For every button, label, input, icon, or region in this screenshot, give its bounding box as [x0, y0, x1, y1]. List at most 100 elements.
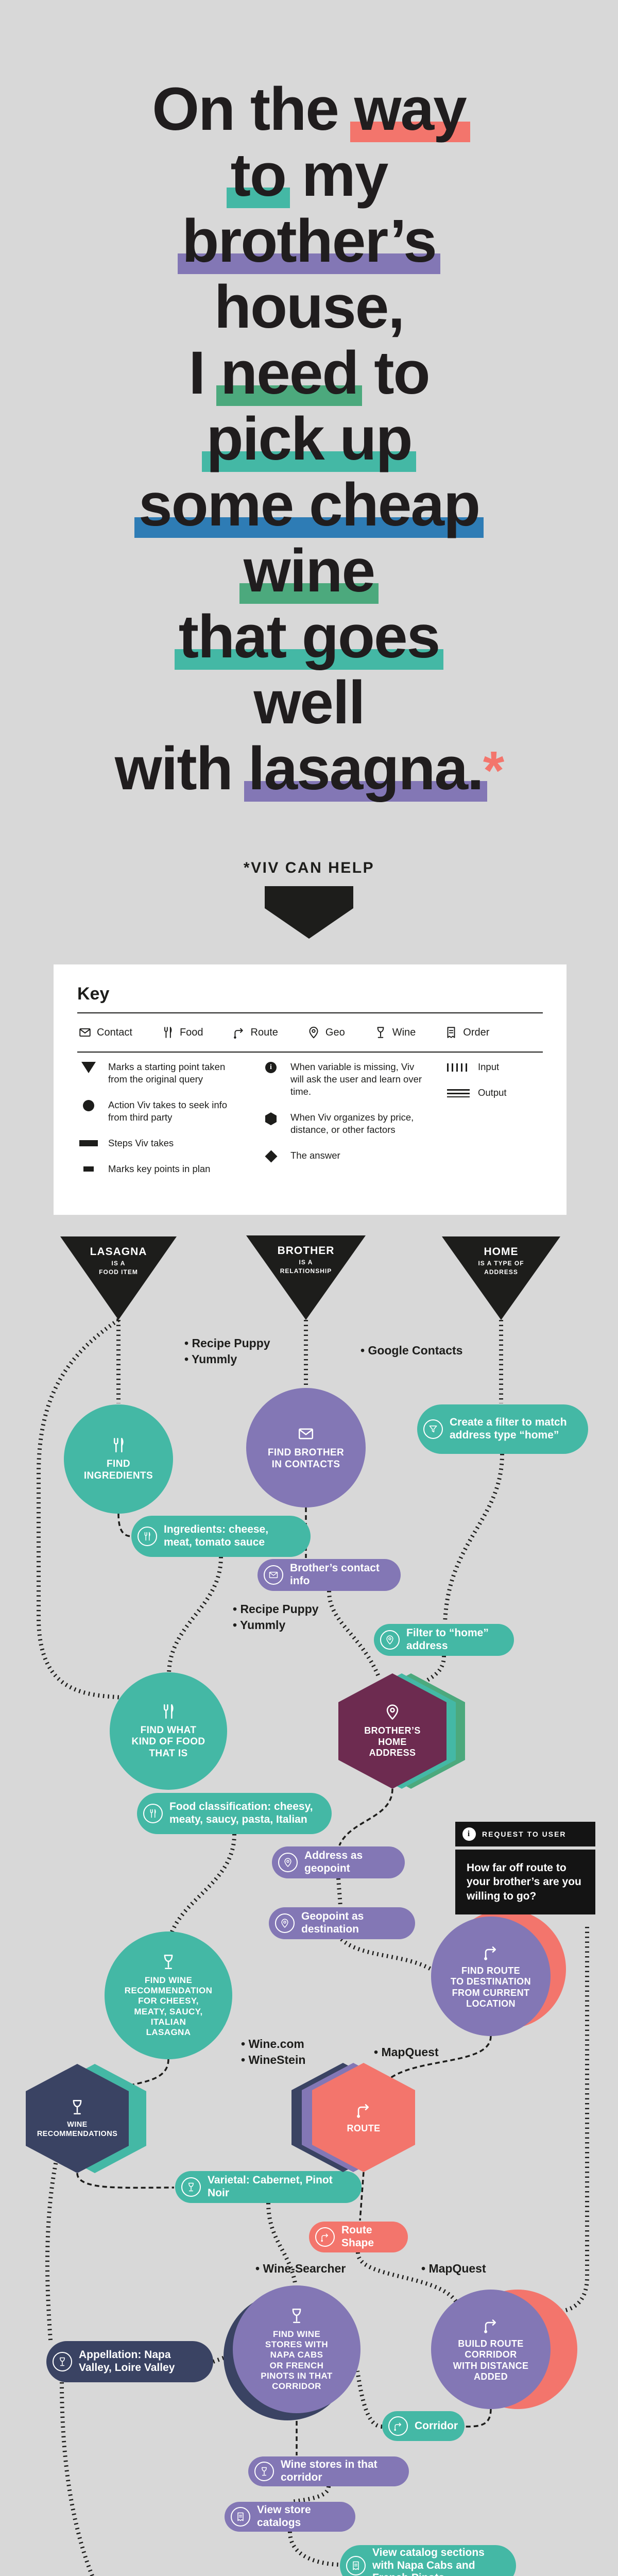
- hex-label-line: RECOMMENDATIONS: [37, 2129, 118, 2138]
- route-icon: [320, 2232, 330, 2242]
- circle-label-line: INGREDIENTS: [83, 1470, 153, 1481]
- pill-label: View catalog sections with Napa Cabs and…: [372, 2546, 485, 2576]
- food-icon: [142, 1531, 152, 1541]
- contact-icon: [297, 1425, 315, 1443]
- key-legend: Marks a starting point taken from the or…: [77, 1061, 543, 1175]
- key-icon-label: Order: [463, 1026, 490, 1038]
- food-icon: [148, 1808, 158, 1819]
- annotation-line: • MapQuest: [421, 2262, 486, 2275]
- key-legend-text: Marks a starting point taken from the or…: [108, 1061, 226, 1085]
- route-icon: [355, 2101, 372, 2119]
- circle-label-line: FIND: [107, 1459, 130, 1470]
- key-legend-text: Action Viv takes to seek info from third…: [108, 1099, 228, 1123]
- annotation-line: • Wine.com: [241, 2037, 304, 2050]
- create-home-filter: Create a filter to match address type “h…: [417, 1404, 588, 1454]
- circle-label-line: RECOMMENDATION: [124, 1986, 213, 1996]
- key-icon-wine: Wine: [374, 1026, 416, 1039]
- order-badge: [346, 2556, 366, 2575]
- source-annotation: • Wine.com • WineStein: [241, 2036, 305, 2068]
- key-title: Key: [77, 984, 110, 1004]
- connector-line: [386, 2036, 492, 2081]
- pill-label: Address as geopoint: [304, 1850, 363, 1874]
- circle-label-line: LASAGNA: [146, 2027, 191, 2037]
- pill-label: Create a filter to match address type “h…: [450, 1416, 567, 1441]
- filter-to-home-address: Filter to “home” address: [374, 1624, 514, 1656]
- route-shape: Route Shape: [309, 2222, 408, 2252]
- geo-icon: [384, 1703, 401, 1721]
- legend-tri-shape: [81, 1062, 96, 1073]
- hex-label-line: ROUTE: [347, 2123, 381, 2133]
- headline-line: to my: [0, 142, 618, 208]
- circle-label-line: FIND BROTHER: [267, 1447, 345, 1459]
- annotation-line: • Google Contacts: [360, 1344, 463, 1357]
- headline-line: I need to: [0, 340, 618, 406]
- corridor: Corridor: [382, 2411, 465, 2441]
- headline-word-highlighted: way: [350, 75, 470, 143]
- circle-label-line: FIND WINE: [272, 2329, 321, 2340]
- legend-output-shape: [447, 1089, 470, 1098]
- connector-line: [37, 1318, 124, 1700]
- circle-label-line: THAT IS: [149, 1748, 188, 1759]
- connector-line: [359, 2172, 365, 2221]
- key-legend-item: Input: [447, 1061, 535, 1073]
- key-legend-text: Marks key points in plan: [108, 1163, 211, 1175]
- key-legend-column: Marks a starting point taken from the or…: [77, 1061, 242, 1175]
- brothers-contact-info: Brother’s contact info: [258, 1559, 401, 1591]
- circle-label-line: STORES WITH: [265, 2340, 329, 2350]
- connector-line: [117, 1513, 132, 1537]
- connector-line: [340, 1938, 434, 1972]
- key-legend-text: When variable is missing, Viv will ask t…: [290, 1061, 422, 1097]
- route-badge: [315, 2227, 335, 2247]
- annotation-line: • Recipe Puppy: [233, 1602, 319, 1616]
- key-legend-text: When Viv organizes by price, distance, o…: [290, 1112, 414, 1136]
- legend-circle-shape: [83, 1100, 94, 1112]
- key-icon-label: Wine: [392, 1026, 416, 1038]
- headline-line: pick up: [0, 406, 618, 472]
- view-catalog-sections: View catalog sections with Napa Cabs and…: [340, 2545, 516, 2576]
- headline-line: brother’s: [0, 208, 618, 274]
- hex-label-line: ADDRESS: [369, 1748, 416, 1758]
- connector-line: [414, 1655, 446, 1691]
- connector-line: [76, 2173, 175, 2189]
- contact-badge: [264, 1565, 283, 1585]
- circle-label-line: FROM CURRENT: [452, 1987, 530, 1998]
- route-badge: [388, 2416, 408, 2436]
- wine-badge: [254, 2462, 274, 2481]
- annotation-line: • Recipe Puppy: [184, 1336, 270, 1350]
- key-icon-geo: Geo: [307, 1026, 345, 1039]
- circle-label-line: TO DESTINATION: [451, 1976, 531, 1987]
- funnel-badge: [423, 1419, 443, 1439]
- headline-text: well: [253, 669, 366, 737]
- key-legend-item: Action Viv takes to seek info from third…: [77, 1099, 242, 1124]
- request-question: How far off route to your brother’s are …: [455, 1850, 595, 1914]
- start-label-small: IS A: [299, 1259, 313, 1266]
- headline-line: with lasagna.*: [0, 736, 618, 804]
- geo-badge: [380, 1630, 400, 1650]
- pill-label: Appellation: Napa Valley, Loire Valley: [79, 2349, 175, 2374]
- key-legend-item: Steps Viv takes: [77, 1137, 242, 1149]
- pill-label: Corridor: [415, 2419, 458, 2432]
- start-label-big: LASAGNA: [90, 1246, 147, 1258]
- annotation-line: • WineStein: [241, 2053, 306, 2067]
- key-icon-label: Geo: [325, 1026, 345, 1038]
- circle-label-line: KIND OF FOOD: [131, 1736, 205, 1748]
